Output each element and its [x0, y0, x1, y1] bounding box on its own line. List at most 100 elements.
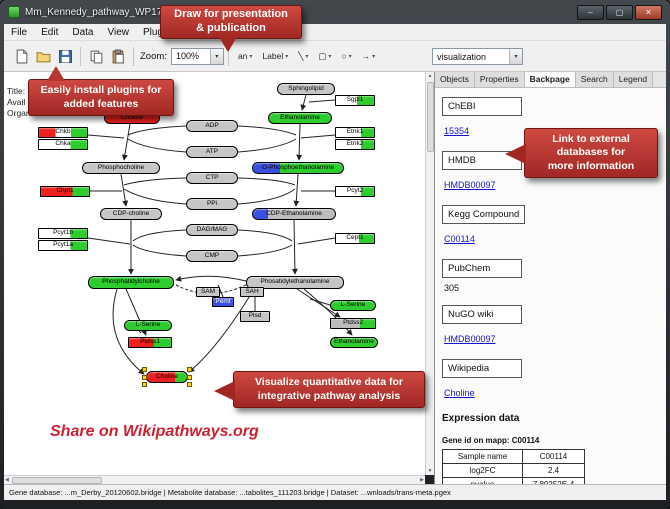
chevron-down-icon: ▾: [285, 53, 289, 60]
pathway-node-sah[interactable]: SAH: [240, 287, 264, 297]
info-line: Title:: [7, 86, 26, 96]
pathway-node-chkb[interactable]: Chkb: [38, 127, 88, 138]
menu-data[interactable]: Data: [72, 26, 94, 38]
menu-view[interactable]: View: [107, 26, 129, 38]
pathway-node-cdp-choline[interactable]: CDP-choline: [100, 208, 162, 220]
db-header-wikipedia: Wikipedia: [442, 359, 522, 378]
toolbar-separator: [80, 46, 81, 66]
tool-button-3[interactable]: ╲▾: [298, 50, 309, 61]
pathway-node-pcyt2[interactable]: Pcyt2: [335, 186, 375, 197]
selection-handle[interactable]: [187, 375, 192, 380]
expression-cell: log2FC: [442, 463, 523, 478]
zoom-value: 100%: [175, 51, 199, 61]
pathway-node-o-phosphoethanolamine[interactable]: O-Phosphoethanolamine: [252, 162, 344, 174]
pathway-node-choline[interactable]: Choline: [142, 367, 192, 387]
pathway-node-phosphocholine[interactable]: Phosphocholine: [82, 162, 160, 174]
paste-icon[interactable]: [107, 45, 129, 67]
pathway-node-sphingolipid[interactable]: Sphingolipid: [277, 83, 335, 95]
tool-button-2[interactable]: Label▾: [262, 51, 289, 61]
pathway-node-cmp[interactable]: CMP: [186, 250, 238, 262]
zoom-combo[interactable]: 100% ▾: [170, 47, 224, 65]
horizontal-scrollbar[interactable]: ◀ ▶: [4, 475, 425, 484]
pathway-node-etnk1[interactable]: Etnk1: [335, 127, 375, 138]
chevron-down-icon: ▾: [328, 53, 332, 60]
pathway-node-chpt1[interactable]: Chpt1: [40, 186, 90, 197]
selection-handle[interactable]: [142, 367, 147, 372]
pathway-node-ppi[interactable]: PPi: [186, 198, 238, 210]
tab-backpage[interactable]: Backpage: [524, 72, 576, 87]
tab-legend[interactable]: Legend: [613, 72, 654, 87]
db-link[interactable]: C00114: [444, 234, 475, 244]
tool-button-4[interactable]: ▢▾: [318, 50, 332, 61]
scroll-left-icon[interactable]: ◀: [5, 477, 9, 483]
minimize-button[interactable]: –: [577, 4, 604, 20]
tab-search[interactable]: Search: [575, 72, 614, 87]
db-link[interactable]: 15354: [444, 126, 470, 136]
chevron-down-icon: ▾: [348, 53, 352, 60]
pathway-node-pcyt1b[interactable]: Pcyt1b: [38, 228, 88, 239]
pathway-node-phosatidylethanolamine[interactable]: Phosatidylethanolamine: [246, 276, 344, 289]
toolbar-separator: [133, 46, 134, 66]
pathway-node-ptdss1[interactable]: Ptdss1: [128, 337, 172, 348]
pathway-node-pisd[interactable]: Pisd: [240, 311, 270, 322]
pathway-node-ethanolamine[interactable]: Ethanolamine: [268, 112, 332, 124]
selection-handle[interactable]: [187, 382, 192, 387]
pathway-node-cdp-ethanolamine[interactable]: CDP-Ethanolamine: [252, 208, 336, 220]
vertical-scrollbar[interactable]: ▲ ▼: [425, 72, 434, 475]
title-bar[interactable]: Mm_Kennedy_pathway_WP1771_45176.gpml – ▢…: [0, 0, 670, 24]
selection-handle[interactable]: [187, 367, 192, 372]
tool-button-5[interactable]: ○▾: [341, 51, 352, 61]
pathway-node-etnk2[interactable]: Etnk2: [335, 139, 375, 150]
pathway-node-ctp[interactable]: CTP: [186, 172, 238, 184]
pathway-node-pemt[interactable]: Pemt: [212, 297, 234, 307]
pathway-node-l-serine[interactable]: L-Serine: [124, 320, 172, 331]
visualization-combo[interactable]: visualization ▾: [432, 48, 523, 65]
chevron-down-icon: ▾: [249, 53, 253, 60]
tab-objects[interactable]: Objects: [435, 72, 475, 87]
tool-button-1[interactable]: an▾: [237, 51, 253, 61]
chevron-down-icon[interactable]: ▾: [509, 49, 522, 64]
scroll-right-icon[interactable]: ▶: [420, 477, 424, 483]
pathway-node-ethanolamine[interactable]: Ethanolamine: [330, 337, 378, 348]
tab-properties[interactable]: Properties: [474, 72, 525, 87]
db-link[interactable]: HMDB00097: [444, 334, 496, 344]
pathway-node-ptdss2[interactable]: Ptdss2: [330, 318, 376, 329]
menu-plugins[interactable]: Plugins: [136, 26, 183, 39]
menu-edit[interactable]: Edit: [41, 26, 59, 38]
pathway-node-cept1[interactable]: Cept1: [335, 233, 375, 244]
save-icon[interactable]: [54, 45, 76, 67]
pathway-node-chka[interactable]: Chka: [38, 139, 88, 150]
pathway-node-pcyt1a[interactable]: Pcyt1a: [38, 240, 88, 251]
close-button[interactable]: ✕: [635, 4, 662, 20]
chevron-down-icon[interactable]: ▾: [209, 48, 223, 64]
db-link[interactable]: Choline: [444, 388, 475, 398]
tool-button-6[interactable]: →▾: [361, 51, 376, 61]
vertical-scroll-thumb[interactable]: [426, 82, 434, 152]
scroll-up-icon[interactable]: ▲: [427, 73, 433, 79]
horizontal-scroll-thumb[interactable]: [11, 476, 102, 484]
callout-text: Visualize quantitative data for integrat…: [254, 376, 403, 402]
maximize-button[interactable]: ▢: [606, 4, 633, 20]
selection-handle[interactable]: [142, 382, 147, 387]
pathway-node-atp[interactable]: ATP: [186, 146, 238, 158]
scroll-down-icon[interactable]: ▼: [427, 468, 433, 474]
selection-handle[interactable]: [142, 375, 147, 380]
pathway-node-l-serine[interactable]: L-Serine: [330, 300, 376, 311]
pathway-node-sam[interactable]: SAM: [196, 287, 220, 297]
expression-cell: 2.4: [522, 463, 585, 478]
pathway-node-phosphatidylcholine[interactable]: Phosphatidylcholine: [88, 276, 174, 289]
callout-visualize-data: Visualize quantitative data for integrat…: [214, 371, 425, 408]
pathway-node-adp[interactable]: ADP: [186, 120, 238, 132]
pathway-node-dag-mag[interactable]: DAG/MAG: [186, 224, 238, 236]
new-icon[interactable]: [10, 45, 32, 67]
db-link[interactable]: HMDB00097: [444, 180, 496, 190]
pathway-node-sgpl1[interactable]: Sgpl1: [335, 95, 375, 106]
copy-icon[interactable]: [85, 45, 107, 67]
window-controls: – ▢ ✕: [577, 4, 662, 20]
open-icon[interactable]: [32, 45, 54, 67]
menu-file[interactable]: File: [11, 26, 28, 38]
